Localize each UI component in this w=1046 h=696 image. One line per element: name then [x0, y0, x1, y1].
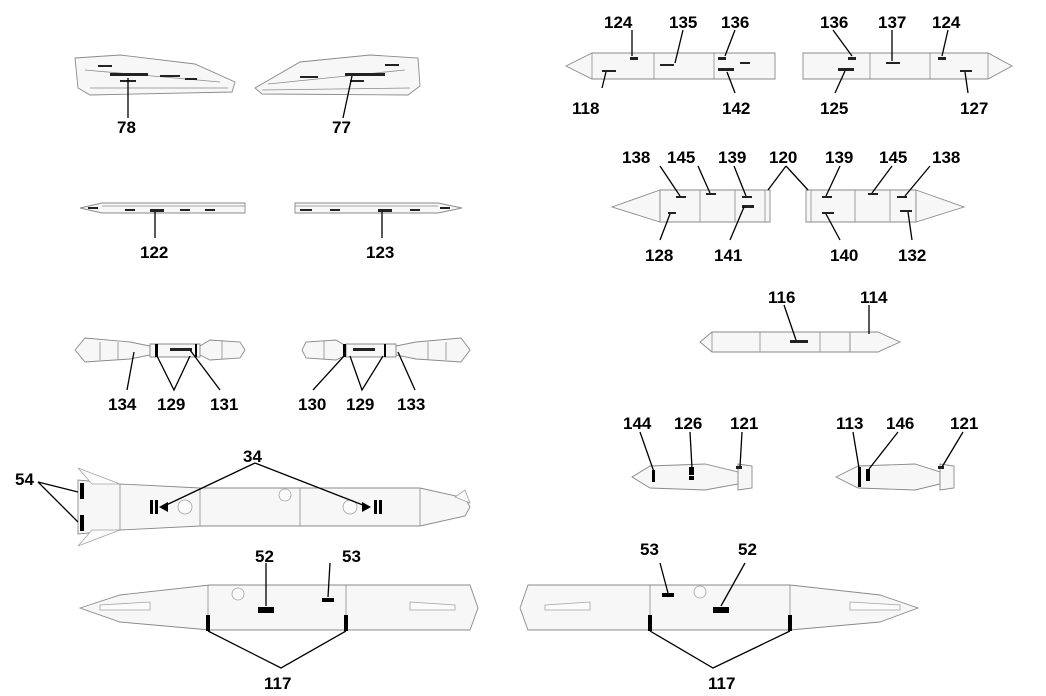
missile-small-right: [301, 337, 471, 363]
callout-136-right: 136: [820, 13, 848, 32]
callout-137: 137: [878, 13, 906, 32]
tank-left-half: [564, 52, 776, 80]
callout-52-left: 52: [255, 547, 274, 566]
callout-117-left: 117: [264, 674, 291, 693]
callout-142: 142: [722, 99, 750, 118]
callout-122: 122: [140, 243, 168, 262]
callout-145-right: 145: [879, 148, 907, 167]
tank-cone-left: [610, 189, 771, 223]
callout-126: 126: [674, 414, 702, 433]
pylon-right: [254, 54, 421, 96]
pylon-left: [74, 54, 236, 96]
callout-116: 116: [768, 288, 795, 307]
callout-121-left: 121: [730, 414, 758, 433]
callout-129-left: 129: [157, 395, 185, 414]
tank-side-116: [699, 331, 902, 353]
callout-124-right: 124: [932, 13, 961, 32]
launch-rail-right: [294, 202, 463, 214]
callout-133: 133: [397, 395, 425, 414]
callout-131: 131: [210, 395, 238, 414]
callout-130: 130: [298, 395, 326, 414]
callout-117-right: 117: [708, 674, 735, 693]
callout-114: 114: [860, 288, 888, 307]
callout-139-right: 139: [825, 148, 853, 167]
tank-right-half: [802, 52, 1013, 80]
callout-128: 128: [645, 246, 673, 265]
callout-53-left: 53: [342, 547, 361, 566]
callout-132: 132: [898, 246, 926, 265]
callout-138-left: 138: [622, 148, 650, 167]
callout-146: 146: [886, 414, 914, 433]
callout-140: 140: [830, 246, 858, 265]
bomb-left: [631, 463, 753, 491]
bomb-right: [834, 463, 955, 491]
tank-cone-right: [805, 189, 966, 223]
callout-141: 141: [714, 246, 742, 265]
callout-77: 77: [332, 118, 351, 137]
launch-rail-left: [79, 202, 246, 214]
missile-large-top: [77, 467, 471, 547]
callout-138-right: 138: [932, 148, 960, 167]
callout-134: 134: [108, 395, 137, 414]
callout-125: 125: [820, 99, 848, 118]
callout-129-right: 129: [346, 395, 374, 414]
callout-144: 144: [623, 414, 652, 433]
missile-large-side-right: [519, 584, 920, 631]
missile-large-side-left: [78, 584, 479, 631]
callout-52-right: 52: [738, 540, 757, 559]
callout-113: 113: [836, 414, 863, 433]
callout-78: 78: [117, 118, 136, 137]
callout-145-left: 145: [667, 148, 695, 167]
callout-135: 135: [669, 13, 697, 32]
callout-121-right: 121: [950, 414, 978, 433]
callout-53-right: 53: [640, 540, 659, 559]
callout-118: 118: [572, 99, 599, 118]
callout-127: 127: [960, 99, 988, 118]
callout-120: 120: [769, 148, 797, 167]
callout-54: 54: [15, 470, 34, 489]
callout-34: 34: [243, 447, 262, 466]
callout-139-left: 139: [718, 148, 746, 167]
callout-123: 123: [366, 243, 394, 262]
missile-small-left: [74, 337, 246, 363]
callout-136-left: 136: [721, 13, 749, 32]
callout-124-left: 124: [604, 13, 633, 32]
